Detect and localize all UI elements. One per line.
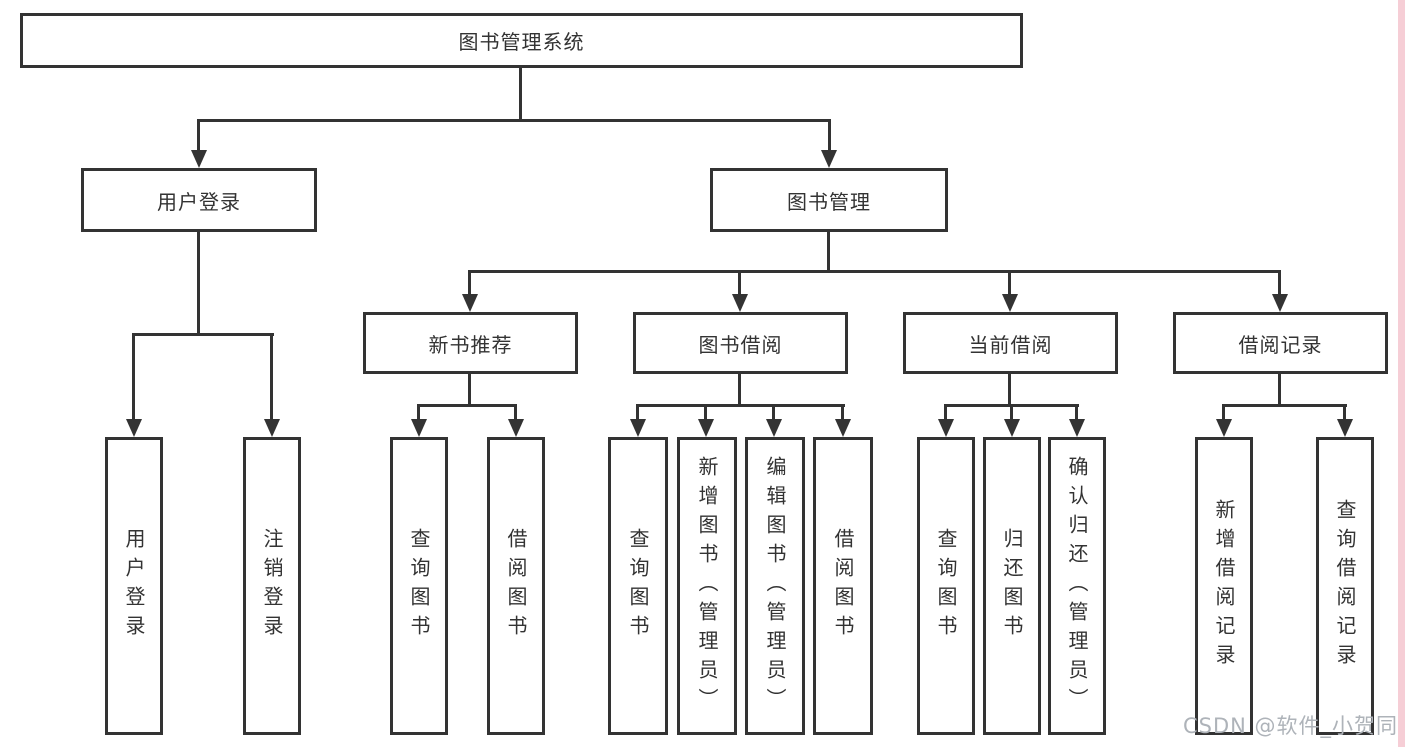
connector-line xyxy=(468,270,1281,273)
leaf-add-book-admin: 新增图书（管理员） xyxy=(677,437,737,735)
arrow-down-icon xyxy=(630,419,646,437)
connector-line xyxy=(1222,404,1225,420)
leaf-query-books: 查询图书 xyxy=(917,437,975,735)
connector-line xyxy=(197,232,200,336)
arrow-down-icon xyxy=(508,419,524,437)
leaf-borrow-books: 借阅图书 xyxy=(487,437,545,735)
connector-line xyxy=(738,374,741,407)
connector-line xyxy=(197,119,200,152)
node-new-book-recommendation: 新书推荐 xyxy=(363,312,578,374)
connector-line xyxy=(197,119,831,122)
node-current-borrowing: 当前借阅 xyxy=(903,312,1118,374)
arrow-down-icon xyxy=(835,419,851,437)
connector-line xyxy=(468,270,471,295)
connector-line xyxy=(772,404,775,420)
connector-line xyxy=(827,232,830,273)
csdn-watermark: CSDN @软件_小贺同学 xyxy=(1183,714,1405,738)
connector-line xyxy=(636,404,639,420)
connector-line xyxy=(1008,270,1011,295)
node-book-borrowing: 图书借阅 xyxy=(633,312,848,374)
leaf-query-borrow-record: 查询借阅记录 xyxy=(1316,437,1374,735)
leaf-query-books: 查询图书 xyxy=(390,437,448,735)
connector-line xyxy=(704,404,707,420)
connector-line xyxy=(1222,404,1347,407)
right-edge-accent-strip xyxy=(1398,0,1405,747)
connector-line xyxy=(1343,404,1346,420)
connector-line xyxy=(1008,374,1011,407)
arrow-down-icon xyxy=(732,294,748,312)
leaf-edit-book-admin: 编辑图书（管理员） xyxy=(745,437,805,735)
leaf-confirm-return-admin: 确认归还（管理员） xyxy=(1048,437,1106,735)
arrow-down-icon xyxy=(1272,294,1288,312)
connector-line xyxy=(519,68,522,120)
arrow-down-icon xyxy=(462,294,478,312)
leaf-query-books: 查询图书 xyxy=(608,437,668,735)
arrow-down-icon xyxy=(1337,419,1353,437)
leaf-logout: 注销登录 xyxy=(243,437,301,735)
node-library-management-system: 图书管理系统 xyxy=(20,13,1023,68)
connector-line xyxy=(514,404,517,420)
node-book-management: 图书管理 xyxy=(710,168,948,232)
arrow-down-icon xyxy=(1216,419,1232,437)
node-borrowing-records: 借阅记录 xyxy=(1173,312,1388,374)
connector-line xyxy=(417,404,517,407)
connector-line xyxy=(270,333,273,420)
leaf-return-books: 归还图书 xyxy=(983,437,1041,735)
arrow-down-icon xyxy=(938,419,954,437)
connector-line xyxy=(828,119,831,152)
leaf-borrow-books: 借阅图书 xyxy=(813,437,873,735)
arrow-down-icon xyxy=(1002,294,1018,312)
leaf-user-login: 用户登录 xyxy=(105,437,163,735)
connector-line xyxy=(738,270,741,295)
connector-line xyxy=(417,404,420,420)
node-user-login: 用户登录 xyxy=(81,168,317,232)
connector-line xyxy=(1278,374,1281,407)
connector-line xyxy=(944,404,947,420)
arrow-down-icon xyxy=(766,419,782,437)
connector-line xyxy=(1075,404,1078,420)
arrow-down-icon xyxy=(264,419,280,437)
connector-line xyxy=(468,374,471,407)
arrow-down-icon xyxy=(411,419,427,437)
connector-line xyxy=(132,333,135,420)
connector-line xyxy=(132,333,274,336)
connector-line xyxy=(1278,270,1281,295)
leaf-add-borrow-record: 新增借阅记录 xyxy=(1195,437,1253,735)
connector-line xyxy=(636,404,845,407)
arrow-down-icon xyxy=(1004,419,1020,437)
connector-line xyxy=(1010,404,1013,420)
arrow-down-icon xyxy=(191,150,207,168)
arrow-down-icon xyxy=(1069,419,1085,437)
arrow-down-icon xyxy=(126,419,142,437)
connector-line xyxy=(841,404,844,420)
arrow-down-icon xyxy=(698,419,714,437)
arrow-down-icon xyxy=(821,150,837,168)
